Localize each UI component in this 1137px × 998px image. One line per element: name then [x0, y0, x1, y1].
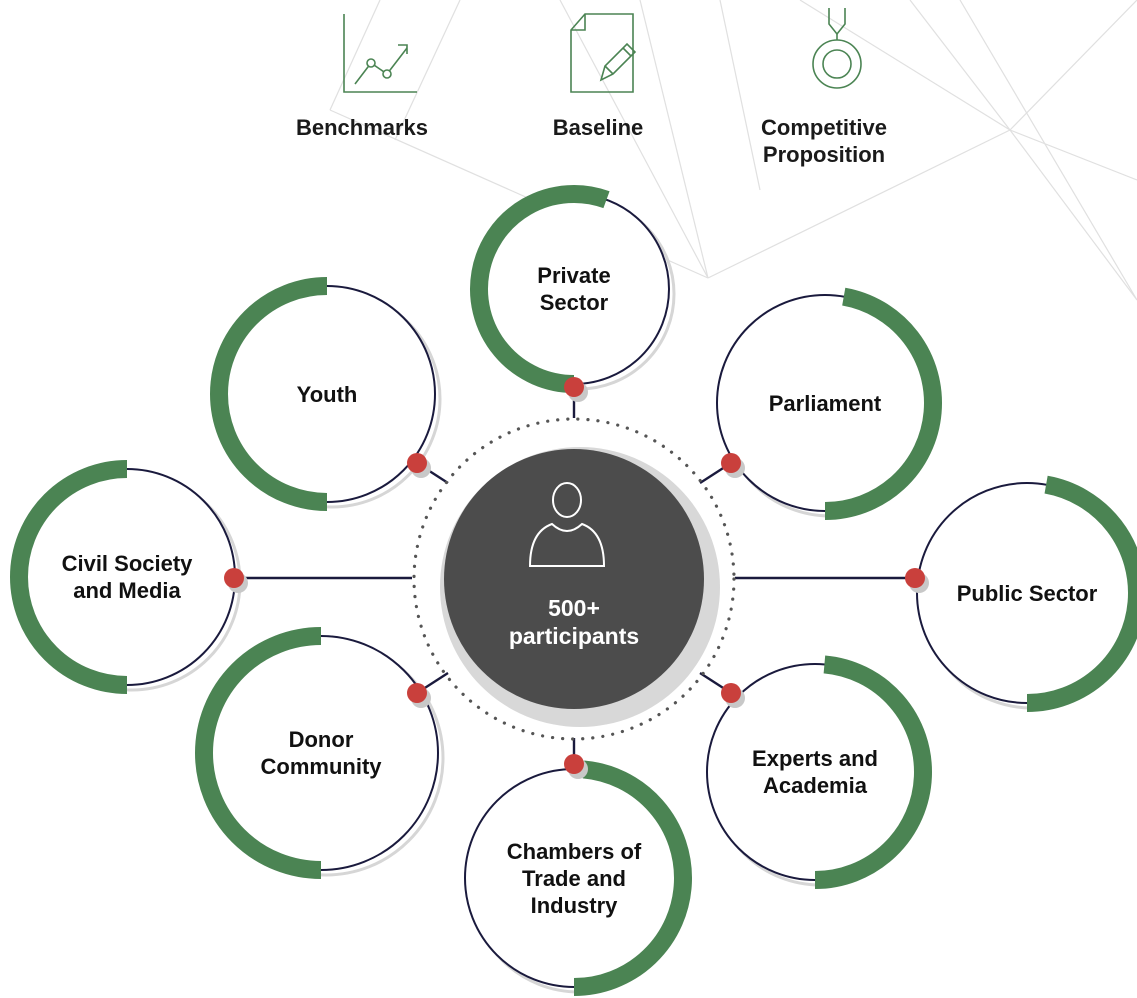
- node-civil-society: [10, 460, 248, 694]
- node-dot: [905, 568, 925, 588]
- top-label-baseline: Baseline: [552, 115, 644, 140]
- node-parliament: [716, 287, 942, 520]
- hub-dotted-ring: [412, 417, 736, 741]
- top-label-benchmarks: Benchmarks: [295, 115, 429, 140]
- node-dot: [224, 568, 244, 588]
- line-chart-icon: [343, 14, 417, 93]
- node-label-public-sector: Public Sector: [956, 580, 1098, 606]
- node-donor-community: [195, 627, 445, 879]
- node-dot: [407, 683, 427, 703]
- node-arc: [824, 287, 942, 520]
- medal-icon: [812, 8, 862, 89]
- node-label-youth: Youth: [296, 381, 358, 407]
- node-chambers: [464, 754, 692, 996]
- top-item-benchmarks: Benchmarks: [292, 8, 432, 141]
- node-arc: [573, 760, 692, 996]
- hub-label: 500+participants: [508, 595, 640, 649]
- node-arc: [470, 185, 610, 393]
- user-icon: [528, 482, 606, 567]
- node-public-sector: [905, 475, 1137, 712]
- node-arc: [10, 460, 128, 694]
- node-dot: [721, 453, 741, 473]
- top-item-baseline: Baseline: [528, 8, 668, 141]
- node-arc: [210, 277, 328, 511]
- document-edit-icon: [570, 13, 637, 93]
- node-dot: [564, 754, 584, 774]
- hub-circle: [444, 449, 704, 709]
- hub: [412, 417, 736, 741]
- node-arc: [195, 627, 322, 879]
- node-experts-academia: [706, 655, 932, 889]
- node-dot: [564, 377, 584, 397]
- node-youth: [210, 277, 442, 511]
- node-private-sector: [470, 185, 676, 402]
- node-dot: [407, 453, 427, 473]
- node-label-parliament: Parliament: [768, 390, 882, 416]
- node-dot: [721, 683, 741, 703]
- node-arc: [814, 655, 932, 889]
